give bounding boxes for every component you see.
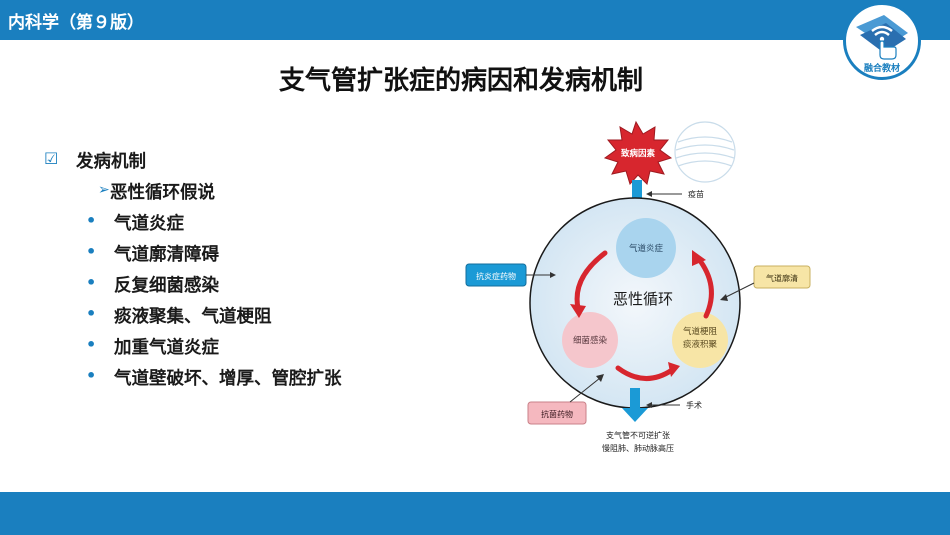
anti-inflammatory-arrowhead xyxy=(550,272,556,278)
bullet-item: • 痰液聚集、气道梗阻 xyxy=(44,303,464,334)
infection-label: 细菌感染 xyxy=(573,335,608,346)
trigger-label: 致病因素 xyxy=(621,148,656,159)
bullet-text: 气道炎症 xyxy=(114,214,184,234)
cycle-arrow-bottom-head xyxy=(668,362,680,377)
clearance-connector xyxy=(723,282,755,299)
surgery-label: 手术 xyxy=(686,400,702,410)
dot-bullet-icon: • xyxy=(86,304,97,323)
obstruction-label-2: 痰液积聚 xyxy=(683,339,718,350)
antibacterial-label: 抗菌药物 xyxy=(541,409,573,419)
vaccine-label: 疫苗 xyxy=(688,189,704,199)
bullet-text: 反复细菌感染 xyxy=(114,276,219,296)
outcome-line-1: 支气管不可逆扩张 xyxy=(606,430,670,440)
outcome-line-2: 慢阻肺、肺动脉高压 xyxy=(602,443,674,453)
textbook-badge: 融合教材 xyxy=(843,2,921,80)
swirl-watermark xyxy=(674,121,736,183)
obstruction-node xyxy=(672,312,728,368)
badge-label: 融合教材 xyxy=(863,64,900,74)
bullet-text: 恶性循环假说 xyxy=(110,183,215,203)
bottom-arrow-head xyxy=(622,408,648,422)
arrow-bullet-icon: ➢ xyxy=(98,182,110,198)
antibacterial-box xyxy=(527,401,587,425)
wifi-hand-icon xyxy=(856,15,908,60)
cycle-center-label: 恶性循环 xyxy=(613,290,673,308)
bullet-item: • 气道炎症 xyxy=(44,210,464,241)
antibacterial-connector xyxy=(569,377,601,403)
bullet-item: • 气道壁破坏、增厚、管腔扩张 xyxy=(44,365,464,396)
dot-bullet-icon: • xyxy=(86,335,97,354)
cycle-arrow-right-head xyxy=(692,250,706,266)
cycle-arrow-left-head xyxy=(570,304,586,318)
cycle-arrow-right xyxy=(695,255,714,319)
top-arrow-shaft xyxy=(632,180,642,206)
dot-bullet-icon: • xyxy=(86,366,97,385)
checkbox-icon: ☑ xyxy=(44,149,59,168)
clearance-arrowhead xyxy=(720,294,728,301)
bullet-item: • 气道廓清障碍 xyxy=(44,241,464,272)
infection-node xyxy=(562,312,618,368)
bullet-text: 发病机制 xyxy=(76,152,146,172)
obstruction-label-1: 气道梗阻 xyxy=(683,326,718,337)
bullet-text: 气道廓清障碍 xyxy=(114,245,219,265)
cycle-arrow-left xyxy=(574,250,608,311)
vaccine-arrowhead xyxy=(646,191,652,197)
bullet-item: ➢ 恶性循环假说 xyxy=(44,179,464,210)
bottom-arrow-shaft xyxy=(630,388,640,410)
vicious-cycle-diagram: 致病因素 疫苗 气道炎症 细菌感染 气道梗阻 痰液积聚 恶性循环 抗炎症药物 气… xyxy=(465,120,811,453)
inflammation-node xyxy=(616,218,676,278)
dot-bullet-icon: • xyxy=(86,273,97,292)
bullet-text: 气道壁破坏、增厚、管腔扩张 xyxy=(114,369,342,389)
clearance-label: 气道廓清 xyxy=(766,273,798,283)
anti-inflammatory-label: 抗炎症药物 xyxy=(476,271,516,281)
bullet-item: • 反复细菌感染 xyxy=(44,272,464,303)
dot-bullet-icon: • xyxy=(86,211,97,230)
bottom-bar xyxy=(0,492,950,535)
dot-bullet-icon: • xyxy=(86,242,97,261)
course-title: 内科学（第９版） xyxy=(8,13,144,33)
clearance-box xyxy=(753,265,811,289)
inflammation-label: 气道炎症 xyxy=(629,243,664,254)
cycle-arrow-bottom xyxy=(615,365,675,381)
bullet-item: • 加重气道炎症 xyxy=(44,334,464,365)
bullet-text: 加重气道炎症 xyxy=(114,338,219,358)
top-bar: 内科学（第９版） xyxy=(0,0,950,40)
bullet-item: ☑ 发病机制 xyxy=(44,148,464,179)
surgery-arrowhead xyxy=(646,402,652,408)
trigger-starburst xyxy=(603,120,673,185)
bullet-text: 痰液聚集、气道梗阻 xyxy=(114,307,272,327)
slide-title: 支气管扩张症的病因和发病机制 xyxy=(278,66,643,96)
antibacterial-arrowhead xyxy=(596,374,604,382)
bullet-list: ☑ 发病机制 ➢ 恶性循环假说 • 气道炎症 • 气道廓清障碍 • 反复细菌感染… xyxy=(44,148,464,396)
